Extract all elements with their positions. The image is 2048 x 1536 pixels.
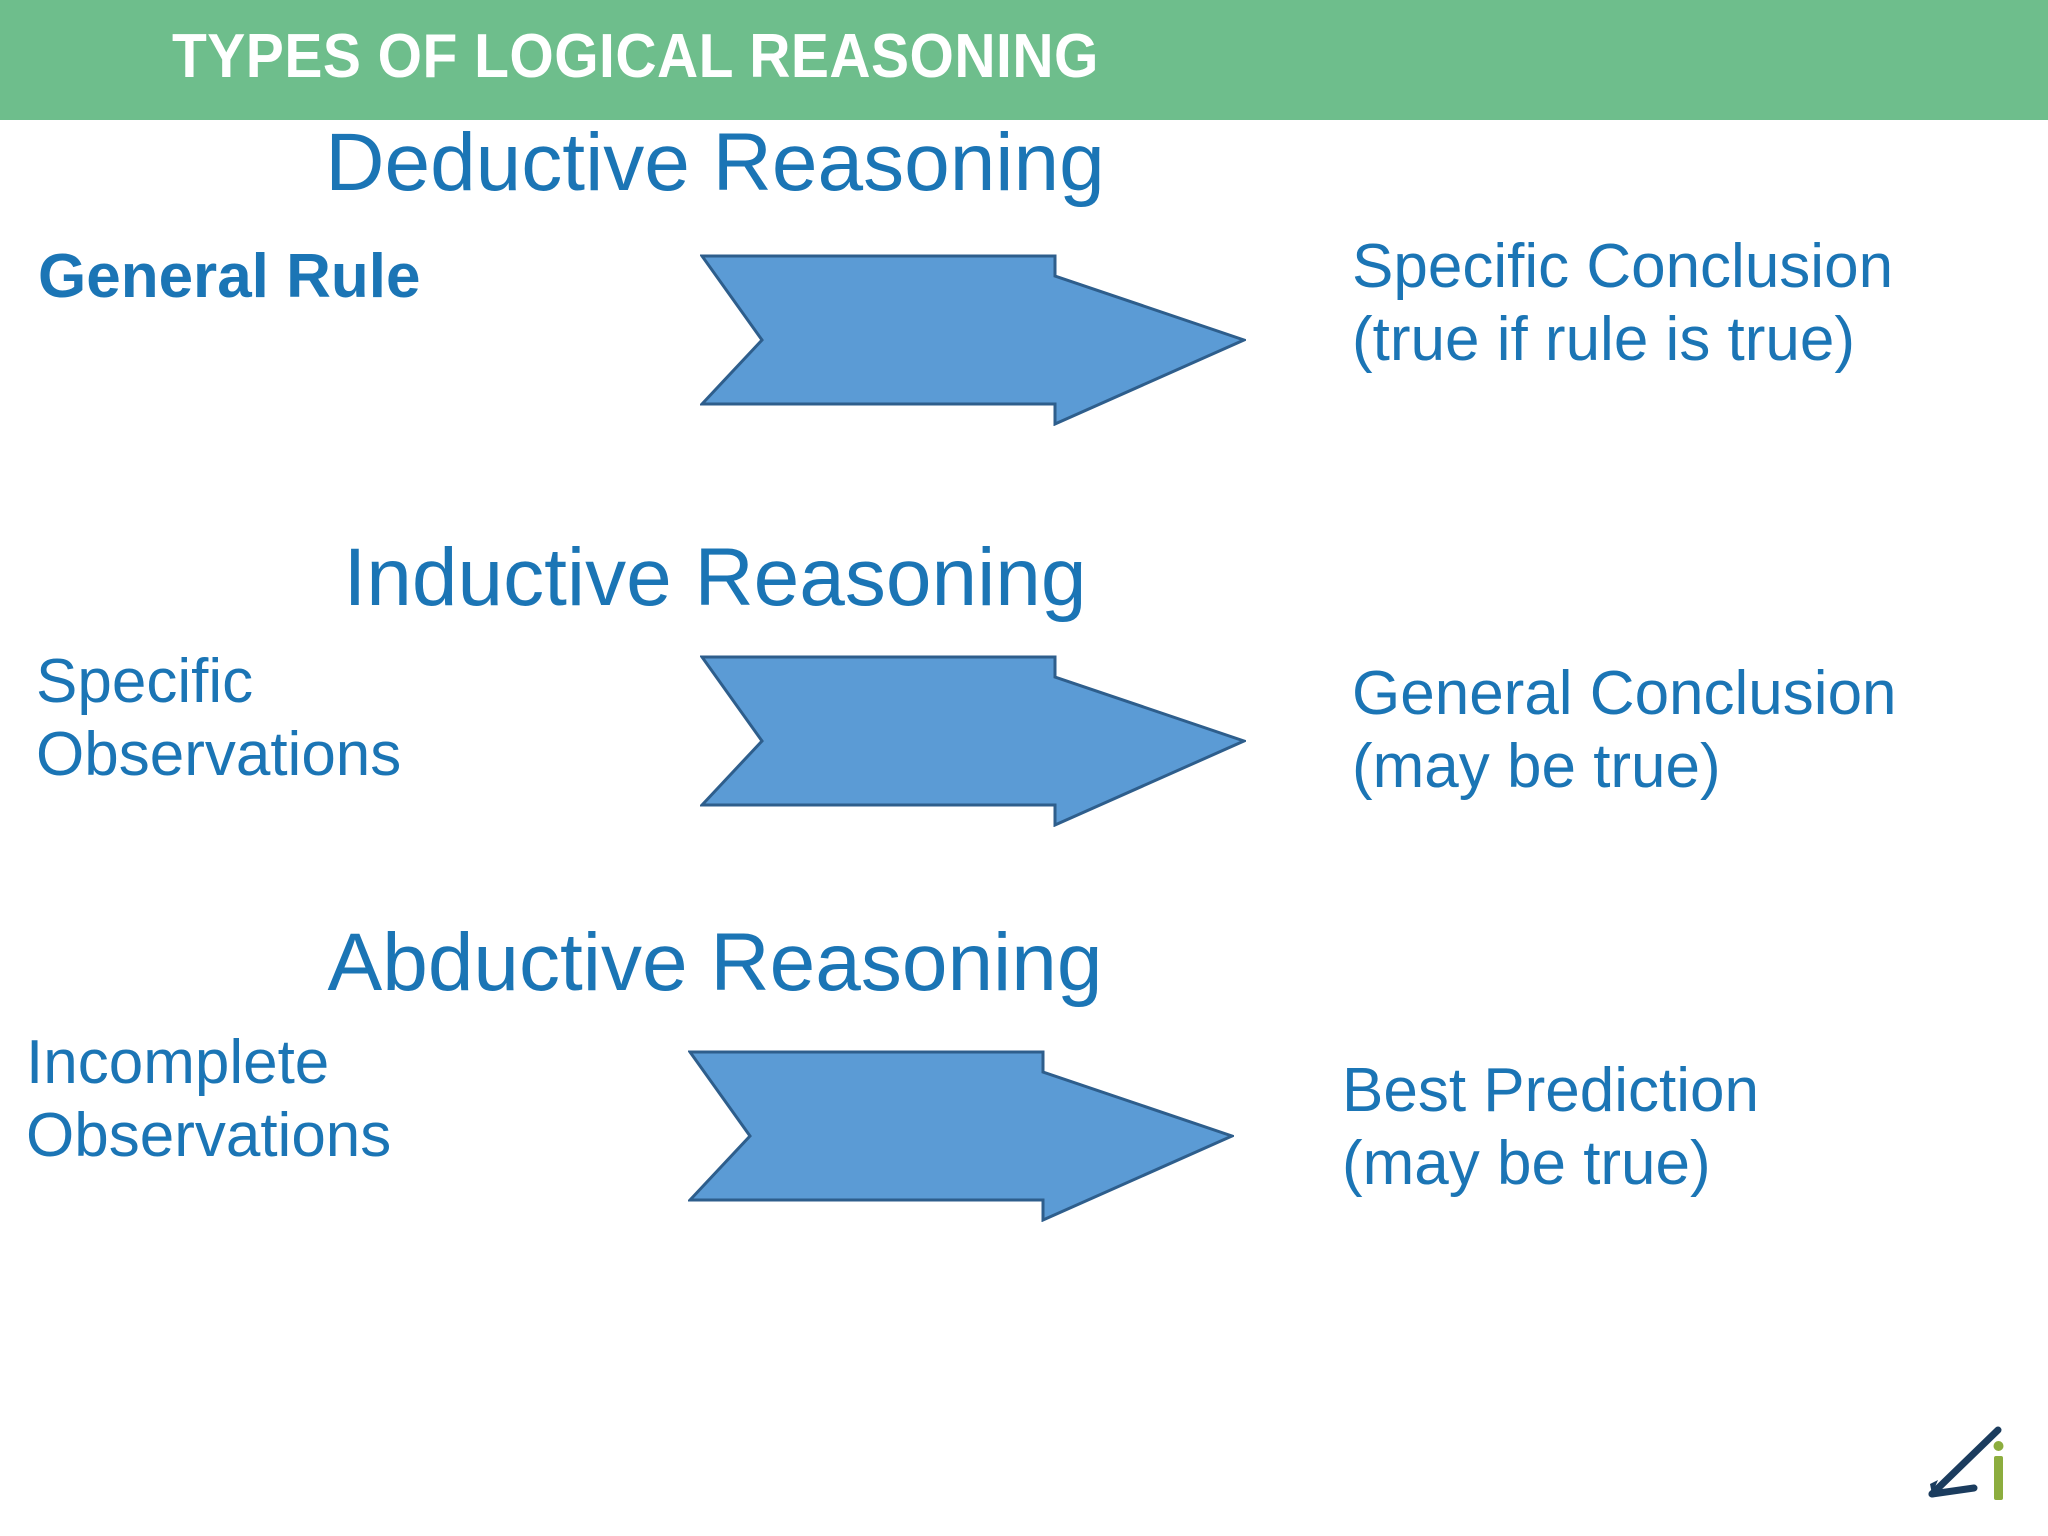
section-abductive-reasoning: Abductive Reasoning Incomplete Observati… [0, 917, 2048, 1340]
section-deductive-reasoning: Deductive Reasoning General Rule Specifi… [0, 117, 2048, 560]
premise-label-abductive: Incomplete Observations [26, 1028, 392, 1171]
premise-label-inductive: Specific Observations [36, 647, 402, 790]
right-arrow-icon [700, 254, 1246, 426]
arrow-deductive [700, 254, 1246, 426]
section-heading-deductive: Deductive Reasoning [325, 117, 1105, 208]
section-heading-abductive: Abductive Reasoning [327, 917, 1103, 1008]
premise-label-deductive: General Rule [38, 242, 421, 311]
page-title: TYPES OF LOGICAL REASONING [172, 22, 1099, 91]
angle-i-logo [1918, 1422, 2028, 1526]
conclusion-label-inductive: General Conclusion (may be true) [1352, 659, 1897, 802]
conclusion-label-deductive: Specific Conclusion (true if rule is tru… [1352, 232, 1894, 375]
section-inductive-reasoning: Inductive Reasoning Specific Observation… [0, 532, 2048, 955]
slide-body: Deductive Reasoning General Rule Specifi… [0, 117, 2048, 1536]
header-bar: TYPES OF LOGICAL REASONING [0, 0, 2048, 120]
right-arrow-icon [700, 655, 1246, 827]
right-arrow-icon [688, 1050, 1234, 1222]
section-heading-inductive: Inductive Reasoning [343, 532, 1087, 623]
arrow-inductive [700, 655, 1246, 827]
conclusion-label-abductive: Best Prediction (may be true) [1342, 1056, 1759, 1199]
arrow-abductive [688, 1050, 1234, 1222]
